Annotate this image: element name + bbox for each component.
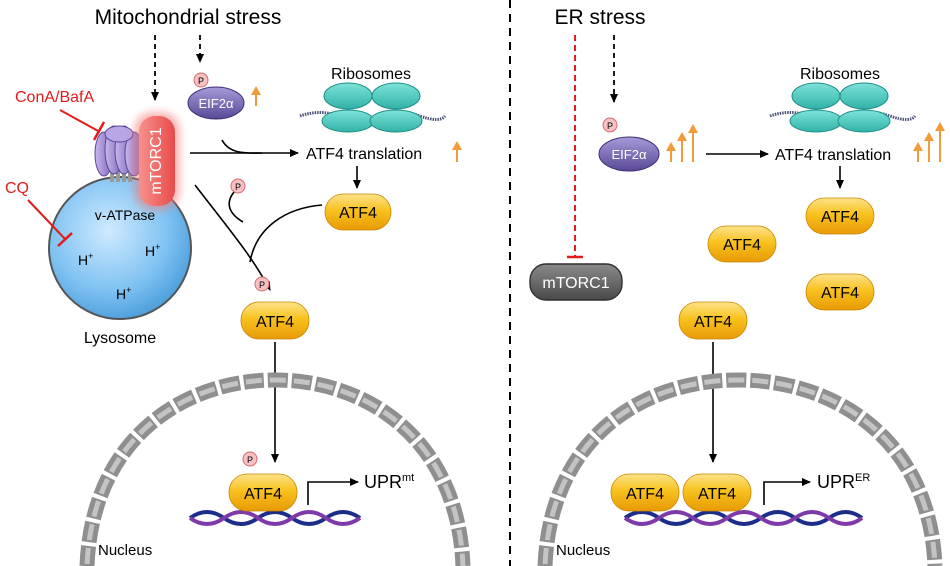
inhibitor-line-cona [59,109,101,133]
svg-text:ATF4: ATF4 [626,486,664,503]
proton-2: H+ [145,242,160,259]
ribosomes-left [299,82,447,133]
right-panel: ER stress mTORC1 P EIF2α Ribosomes [529,6,945,566]
svg-text:ATF4: ATF4 [694,314,732,331]
up-arrows-translation-right [913,122,945,162]
svg-text:P: P [607,121,613,131]
atf4-right-nucleus-2: ATF4 [682,473,752,512]
up-arrows-eif2a-right [666,124,698,162]
translation-label-left: ATF4 translation [306,146,422,163]
inhibitor-line-cq [27,199,67,241]
inhibitor-cona-bafa: ConA/BafA [15,89,94,106]
curve-atf4-to-patf4 [249,204,323,263]
dna-left [188,510,362,526]
upr-er-label: UPRER [817,472,870,492]
svg-text:P: P [247,455,253,465]
right-title: ER stress [554,6,645,29]
vatpase-label: v-ATPase [95,207,156,223]
svg-text:H+: H+ [78,251,93,268]
svg-text:ATF4: ATF4 [698,486,736,503]
mtorc1-inactive: mTORC1 [529,263,623,301]
svg-text:ATF4: ATF4 [244,486,282,503]
atf4-left-phosphorylated: ATF4 [240,301,310,340]
svg-text:ATF4: ATF4 [821,285,859,302]
nucleus-label-left: Nucleus [98,542,152,559]
atf4-right-4: ATF4 [678,301,748,340]
mtorc1-active: mTORC1 [134,112,180,210]
nucleus-right [537,372,943,566]
curve-phospho-to-atf4 [228,189,244,223]
translation-label-right: ATF4 translation [775,147,891,164]
arrow-upr-er [763,478,811,505]
svg-text:mTORC1: mTORC1 [148,127,165,194]
dna-right [623,510,864,526]
phospho-right-eif2a: P [602,117,618,133]
svg-text:EIF2α: EIF2α [199,96,234,111]
left-panel: Mitochondrial stress H+ H+ H+ v-ATPase L… [5,6,471,566]
svg-text:ATF4: ATF4 [723,237,761,254]
proton-3: H+ [116,285,131,302]
eif2a-left: EIF2α [187,86,245,120]
ribosomes-label-right: Ribosomes [800,66,880,83]
atf4-left-cytoplasm: ATF4 [324,193,392,231]
upr-mt-label: UPRmt [364,472,414,492]
atf4-right-2: ATF4 [707,225,777,263]
svg-text:H+: H+ [145,242,160,259]
phospho-left-atf4: P [254,276,270,292]
phospho-left-curve: P [230,178,246,194]
svg-text:P: P [259,280,265,290]
svg-text:EIF2α: EIF2α [612,147,647,162]
inhibitor-cq: CQ [5,180,29,197]
atf4-right-nucleus-1: ATF4 [610,473,680,512]
svg-text:P: P [235,182,241,192]
atf4-right-1: ATF4 [805,197,875,235]
phospho-left-nucleus: P [242,451,258,467]
atf4-left-nucleus: ATF4 [228,473,298,512]
phospho-left-eif2a: P [193,72,209,88]
svg-text:mTORC1: mTORC1 [542,275,609,292]
svg-text:P: P [198,76,204,86]
proton-1: H+ [78,251,93,268]
ribosomes-right [769,82,917,133]
svg-text:ATF4: ATF4 [821,209,859,226]
nucleus-label-right: Nucleus [556,542,610,559]
eif2a-right: EIF2α [598,136,660,172]
curve-eif2a-to-translation [221,139,263,154]
atf4-right-3: ATF4 [805,273,875,311]
svg-text:ATF4: ATF4 [256,314,294,331]
svg-text:H+: H+ [116,285,131,302]
ribosomes-label-left: Ribosomes [331,66,411,83]
svg-text:ATF4: ATF4 [339,205,377,222]
arrow-upr-mt [307,478,359,505]
lysosome-label: Lysosome [84,330,156,347]
left-title: Mitochondrial stress [95,6,282,29]
